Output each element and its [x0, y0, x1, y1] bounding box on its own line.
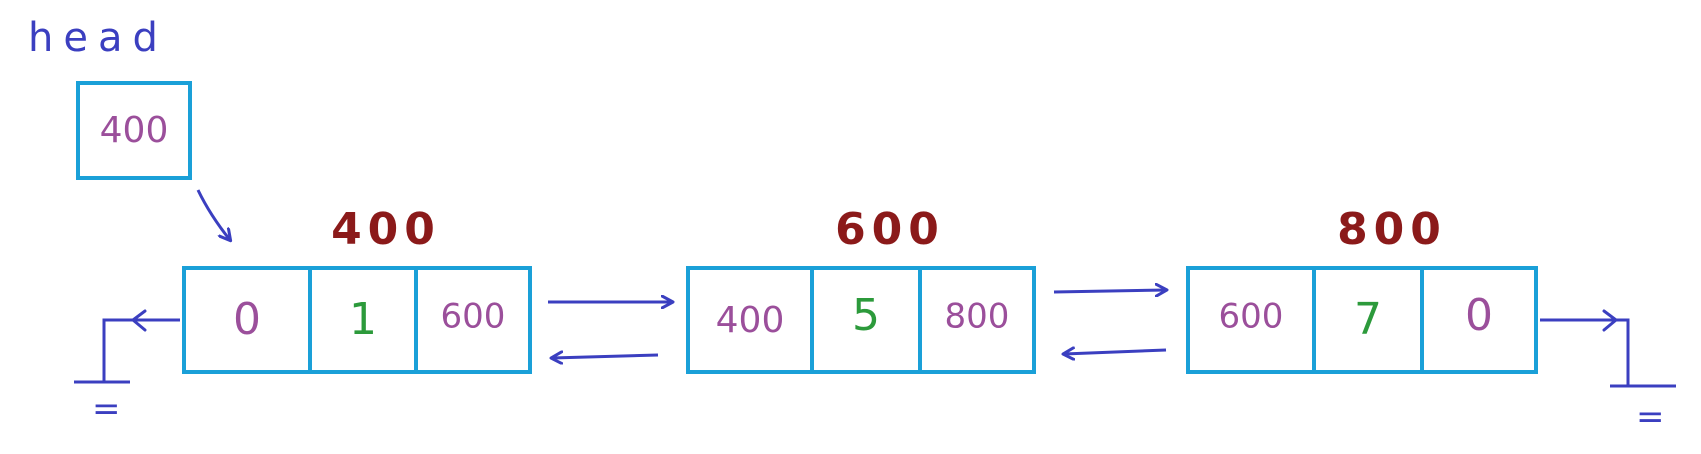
head-pointer-box [76, 81, 192, 180]
null-left-arrowhead [131, 309, 147, 332]
node-1-prev-pointer: 0 [233, 294, 261, 345]
node-3-to-node-2-prev-arrow [1064, 350, 1167, 354]
null-right-pointer-arrow [1540, 318, 1630, 385]
node-2-next-pointer: 800 [945, 297, 1010, 337]
node-2-to-node-1-prev-arrow [552, 355, 659, 358]
node-2-prev-pointer: 400 [716, 300, 785, 341]
node-3-box [1186, 266, 1538, 374]
node-3-data: 7 [1354, 294, 1382, 345]
head-pointer-value: 400 [100, 110, 169, 151]
node-1-address: 400 [331, 204, 441, 255]
node-3: 800 600 7 0 [1186, 204, 1538, 374]
node-2-address: 600 [835, 204, 945, 255]
node-3-next-pointer: 0 [1465, 290, 1493, 341]
node-1-data: 1 [349, 294, 377, 345]
null-right-arrowhead [1602, 309, 1618, 332]
node-3-prev-pointer: 600 [1219, 297, 1284, 337]
node-1-next-pointer: 600 [441, 297, 506, 337]
null-right-ground-symbol: = [1636, 397, 1665, 437]
node-1-box [182, 266, 532, 374]
node-3-address: 800 [1337, 204, 1447, 255]
node-2-box [686, 266, 1036, 374]
node-1: 400 0 1 600 [182, 204, 532, 374]
node-2-data: 5 [852, 290, 880, 341]
null-left-ground-symbol: = [92, 389, 121, 429]
head-to-first-node-arrow [196, 189, 230, 240]
node-2-to-node-3-next-arrow [1053, 290, 1166, 292]
null-left-pointer-arrow [102, 318, 180, 382]
node-2: 600 400 5 800 [686, 204, 1036, 374]
head-label: head [28, 15, 168, 61]
